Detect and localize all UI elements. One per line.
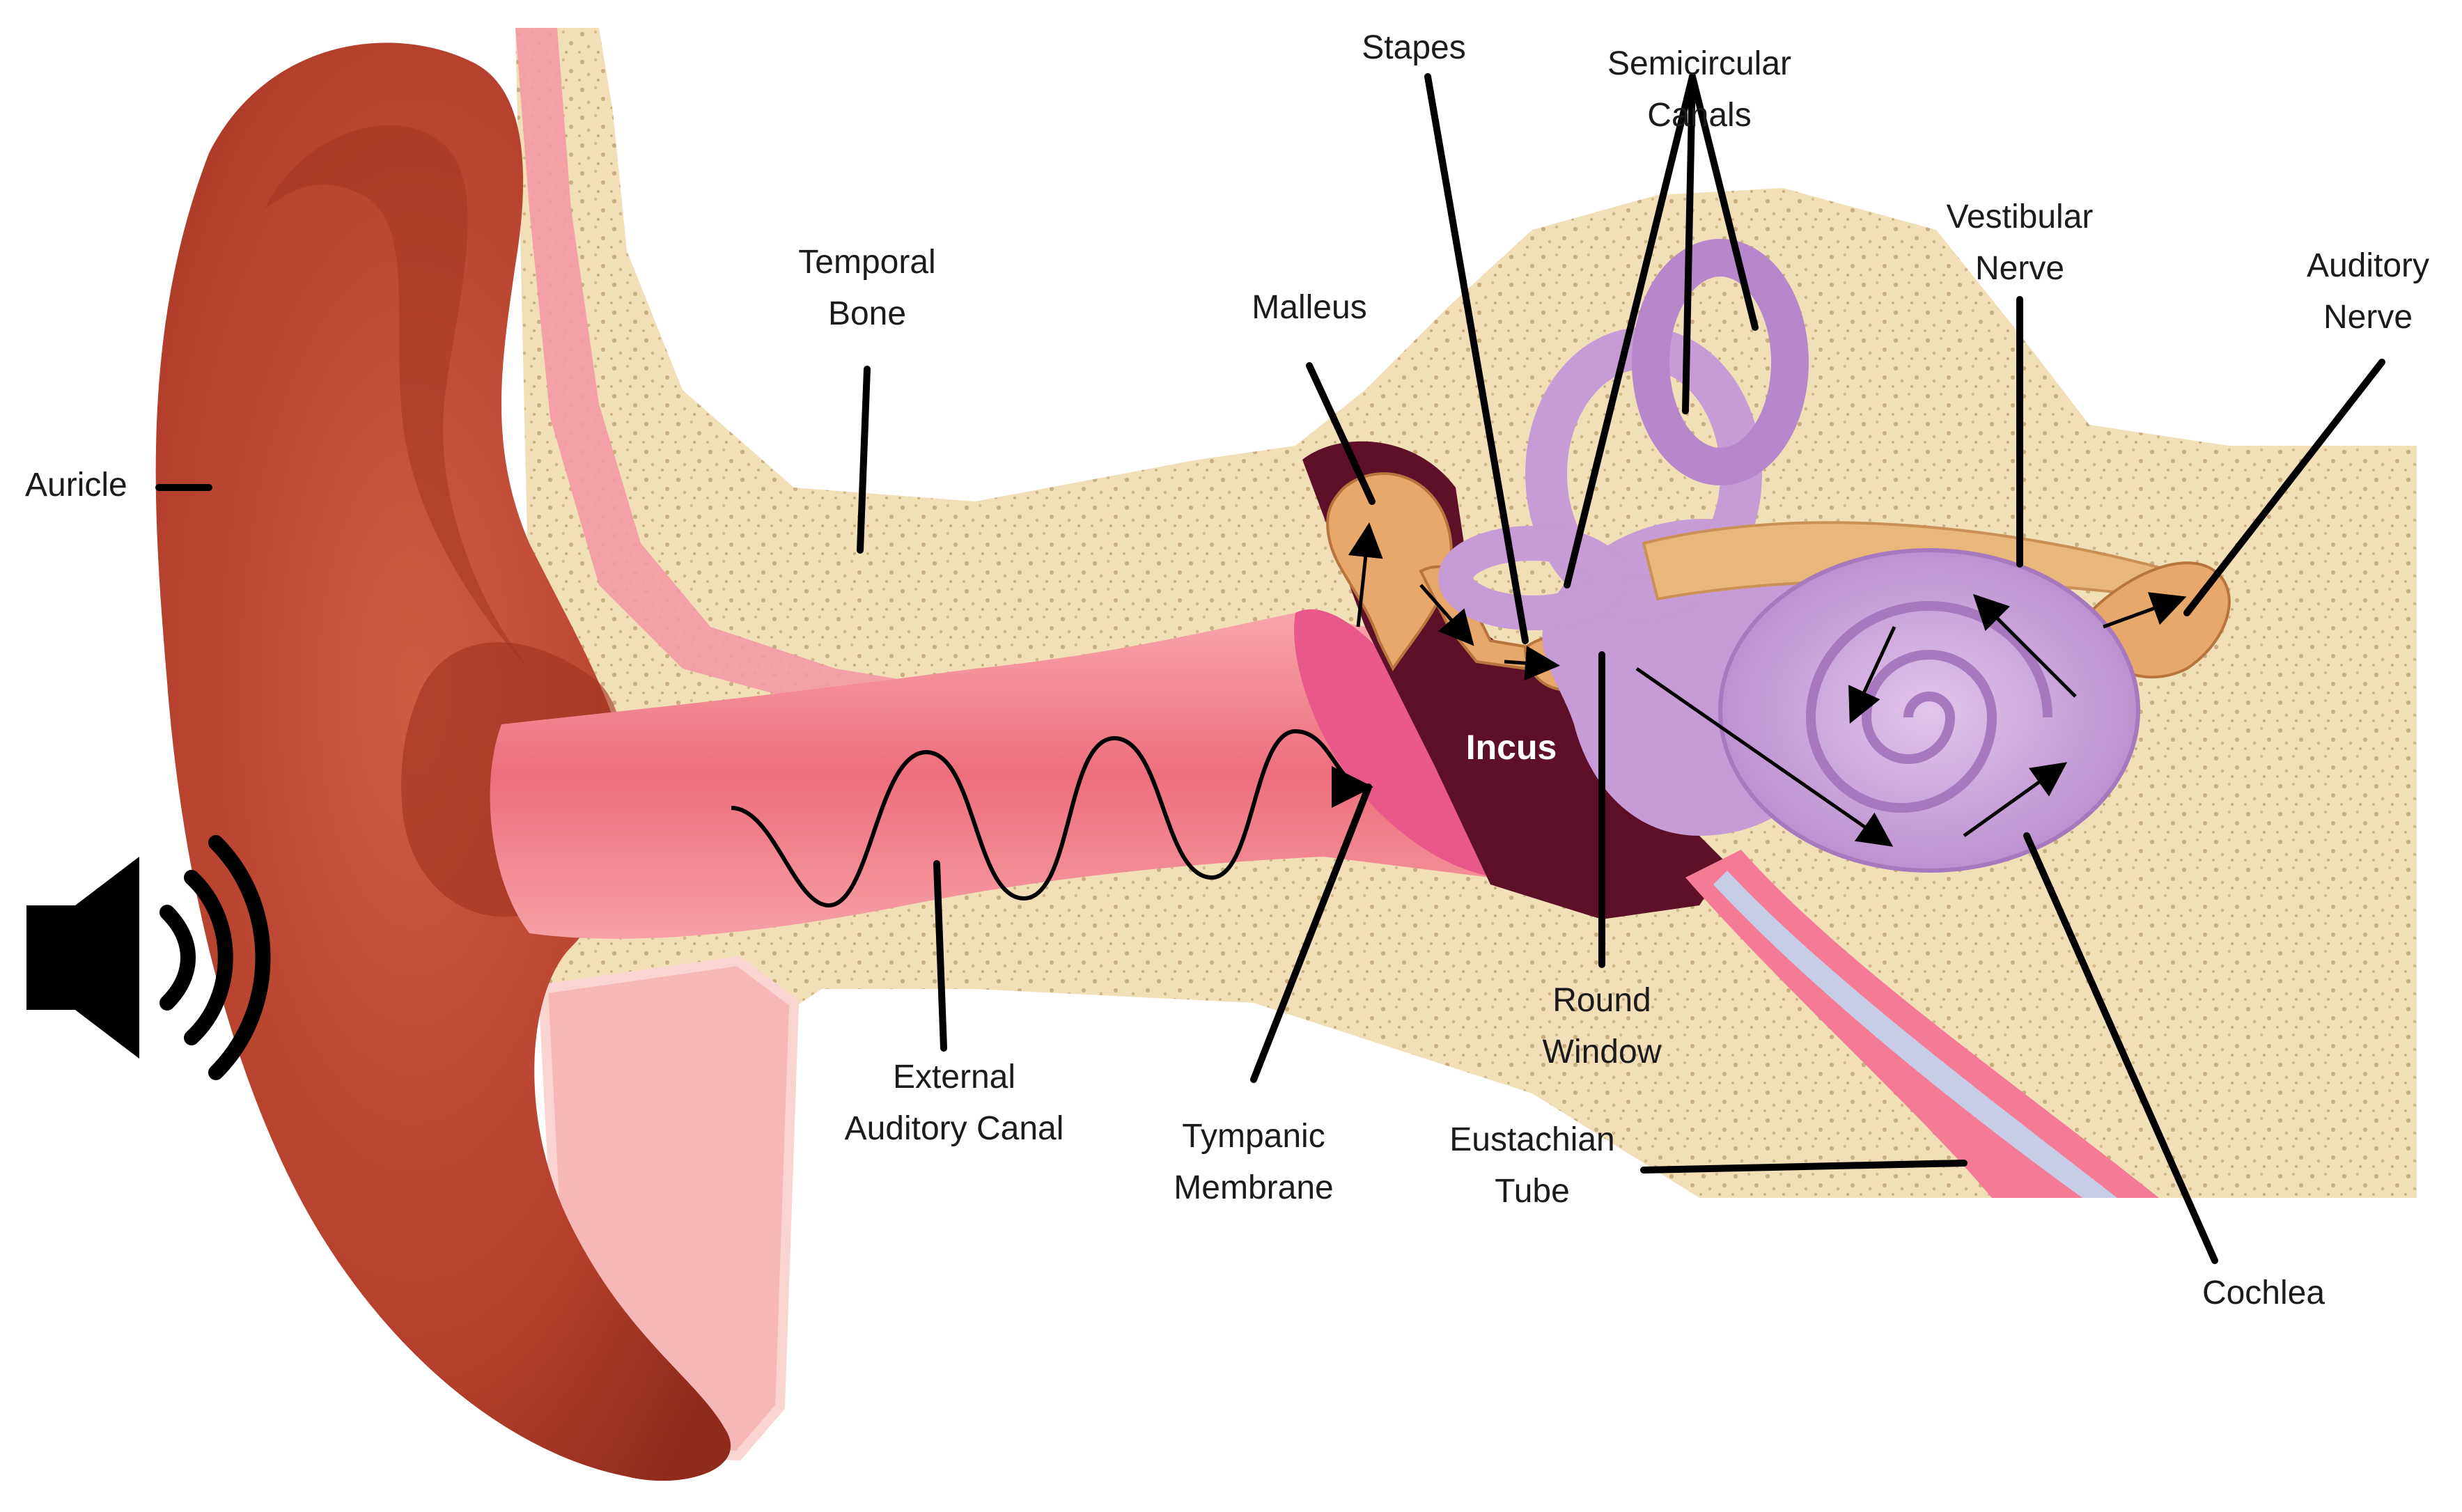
semicircular-canal-posterior [1632,239,1809,485]
label-malleus: Malleus [1252,289,1367,326]
leader-tympanic-membrane [1250,784,1372,1083]
label-external-auditory-canal: External Auditory Canal [844,1059,1064,1148]
label-round-window: Round Window [1542,982,1662,1071]
leader-lines [155,73,2385,1264]
label-tympanic-membrane: Tympanic Membrane [1174,1118,1334,1207]
eustachian-tube-shape [1685,850,2159,1198]
leader-external-canal [933,860,947,1052]
leader-malleus [1306,362,1376,505]
label-eustachian-tube: Eustachian Tube [1449,1121,1615,1210]
label-semicircular-canals: Semicircular Canals [1607,45,1792,134]
leader-eustachian-tube [1640,1160,1968,1174]
label-vestibular-nerve: Vestibular Nerve [1946,198,2094,288]
leader-temporal-bone [857,366,871,554]
leader-semicircular-3 [1689,73,1759,331]
leader-semicircular-1 [1564,73,1696,589]
semicircular-canal-lateral [1438,526,1626,630]
label-cochlea: Cochlea [2202,1275,2325,1311]
speaker-icon [26,857,139,1059]
flow-arrows [1348,522,2187,847]
label-incus: Incus [1465,728,1557,767]
leader-auditory-nerve [2183,359,2385,616]
label-stapes: Stapes [1362,29,1466,66]
sound-waves-icon [159,835,271,1080]
label-temporal-bone: Temporal Bone [798,244,936,333]
canal-sound-wave [731,728,1373,908]
tympanic-membrane-shape [1294,609,1497,878]
external-canal-shape [490,613,1490,939]
leader-stapes [1424,73,1529,644]
auricle-fold [265,125,529,669]
label-auricle: Auricle [25,467,127,504]
leader-semicircular-2 [1682,73,1696,414]
leader-cochlea [2023,832,2218,1264]
eustachian-tube-inner [1713,871,2117,1198]
cochlea-spiral [1805,601,2052,813]
label-auditory-nerve: Auditory Nerve [2306,247,2430,336]
cochlea-shape [1718,548,2140,873]
